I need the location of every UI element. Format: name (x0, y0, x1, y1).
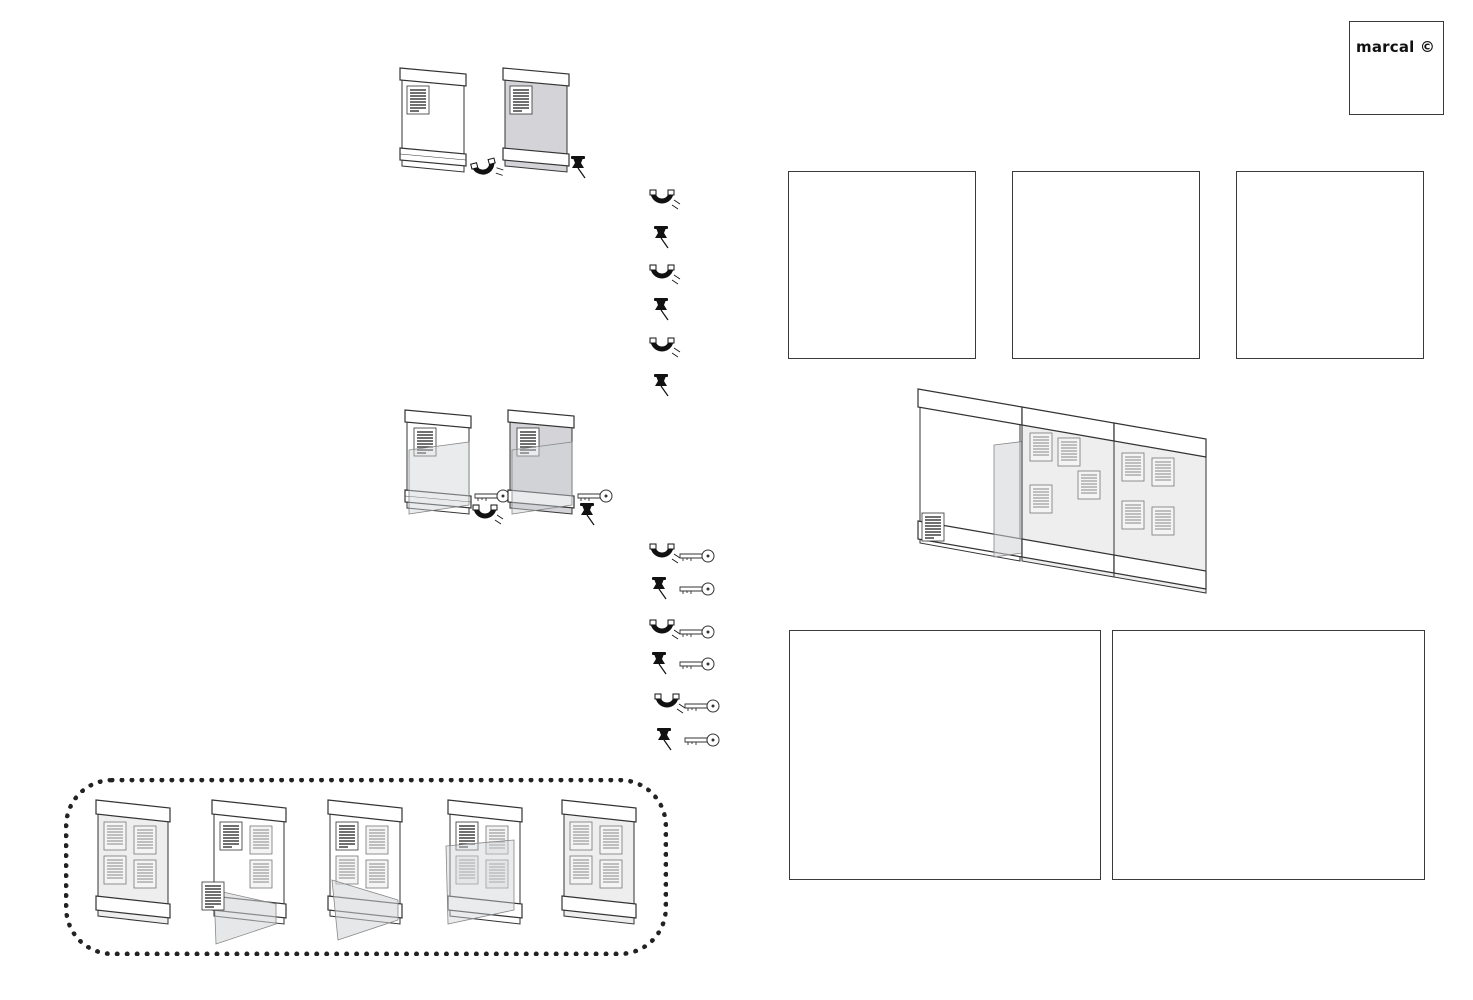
sequence-step-4 (445, 799, 523, 925)
content-frame-2 (1012, 171, 1200, 359)
sequence-step-1 (95, 799, 171, 925)
brand-logo-box: marcal © (1349, 21, 1444, 115)
pushpin-key-row (656, 727, 720, 751)
pushpin-icon (653, 225, 669, 249)
board-pin-grey (502, 67, 586, 179)
sequence-step-2 (201, 799, 287, 945)
magnet-key-row (655, 694, 720, 720)
assembly-sequence-outline (64, 778, 668, 956)
board-locked-white (404, 409, 510, 530)
pushpin-icon (653, 297, 669, 321)
magnet-key-row (650, 544, 715, 570)
sequence-step-5 (561, 799, 637, 925)
modular-board-assembly (917, 388, 1207, 594)
pushpin-key-row (651, 651, 715, 675)
pushpin-key-row (651, 576, 715, 600)
content-frame-4 (789, 630, 1101, 880)
magnet-key-row (650, 620, 715, 646)
pushpin-icon (653, 373, 669, 397)
content-frame-5 (1112, 630, 1425, 880)
magnet-icon (650, 338, 680, 364)
board-locked-grey (507, 409, 613, 526)
sequence-step-3 (327, 799, 403, 941)
magnet-icon (650, 190, 680, 216)
board-magnetic-white (399, 67, 500, 188)
content-frame-3 (1236, 171, 1424, 359)
magnet-icon (650, 265, 680, 291)
brand-logo-text: marcal © (1356, 38, 1436, 56)
content-frame-1 (788, 171, 976, 359)
